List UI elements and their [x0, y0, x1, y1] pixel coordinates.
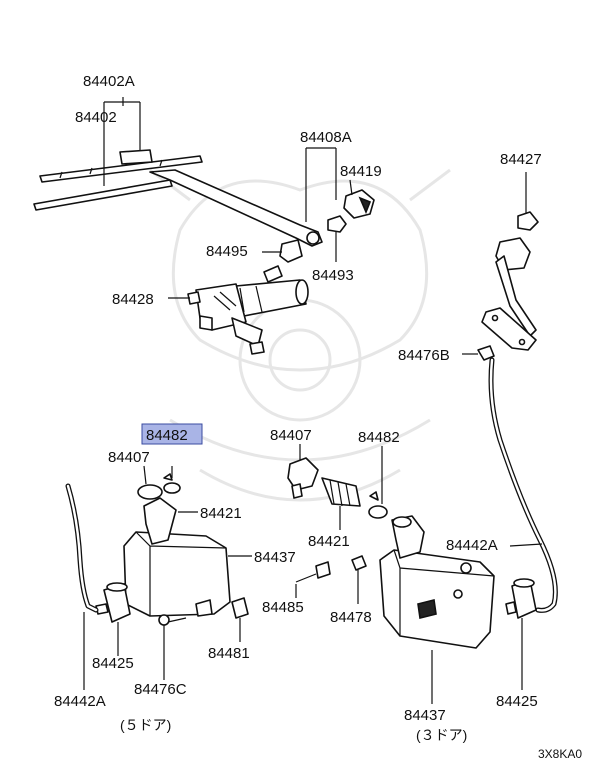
label-84419: 84419 — [340, 163, 382, 180]
nut-84478 — [351, 555, 367, 571]
label-84482-mid: 84482 — [358, 429, 400, 446]
reservoir-3door — [379, 515, 495, 649]
hose-84421-mid — [321, 477, 361, 507]
leader-84442A-right — [509, 543, 543, 547]
label-84402A-top: 84402A — [83, 73, 135, 90]
label-84442A-right: 84442A — [446, 537, 498, 554]
leader-84421-left — [171, 466, 198, 513]
diagram-code: 3X8KA0 — [538, 747, 582, 761]
pump-84425-right — [505, 578, 537, 619]
label-84427: 84427 — [500, 151, 542, 168]
wiper-blade-assembly — [33, 149, 203, 211]
hose-84442A-rear — [488, 357, 558, 613]
screw-84476C — [158, 614, 187, 626]
clip-84481 — [231, 597, 249, 619]
hose-84442A-left — [65, 483, 99, 613]
label-84408A: 84408A — [300, 129, 352, 146]
label-84478: 84478 — [330, 609, 372, 626]
pivot-84495 — [279, 239, 303, 263]
label-84407-left: 84407 — [108, 449, 150, 466]
highlight-84482 — [141, 423, 203, 445]
leader-84402A — [104, 97, 141, 150]
label-84493: 84493 — [312, 267, 354, 284]
wiper-arm — [149, 169, 323, 247]
label-84428: 84428 — [112, 291, 154, 308]
neck-84407-mid — [287, 457, 319, 499]
label-84425-left: 84425 — [92, 655, 134, 672]
note-3door: (３ドア) — [416, 727, 467, 743]
label-84437-left: 84437 — [254, 549, 296, 566]
label-84495: 84495 — [206, 243, 248, 260]
clamp-84482-mid — [368, 491, 388, 519]
label-84425-right: 84425 — [496, 693, 538, 710]
label-84485: 84485 — [262, 599, 304, 616]
leader-84408A — [305, 147, 337, 222]
label-84481: 84481 — [208, 645, 250, 662]
note-5door: (５ドア) — [120, 717, 171, 733]
label-84482-highlight: 84482 — [146, 427, 188, 444]
nozzle-84427 — [481, 211, 539, 351]
label-84437-bottom: 84437 — [404, 707, 446, 724]
leader-84419 — [349, 179, 353, 196]
cap-84419 — [343, 189, 375, 219]
label-84476C: 84476C — [134, 681, 187, 698]
label-84442A-bottom: 84442A — [54, 693, 106, 710]
clamp-84482-left — [163, 473, 181, 494]
bolt-84485 — [295, 561, 331, 583]
clip-84476B — [477, 345, 495, 361]
label-84421-mid: 84421 — [308, 533, 350, 550]
label-84421-left: 84421 — [200, 505, 242, 522]
label-84476B: 84476B — [398, 347, 450, 364]
label-84407-mid: 84407 — [270, 427, 312, 444]
nut-84493 — [327, 215, 347, 233]
label-84402: 84402 — [75, 109, 117, 126]
leader-84407-left — [143, 465, 147, 485]
pump-84425-left — [95, 582, 131, 623]
reservoir-5door — [123, 484, 231, 617]
wiper-motor — [187, 265, 309, 355]
